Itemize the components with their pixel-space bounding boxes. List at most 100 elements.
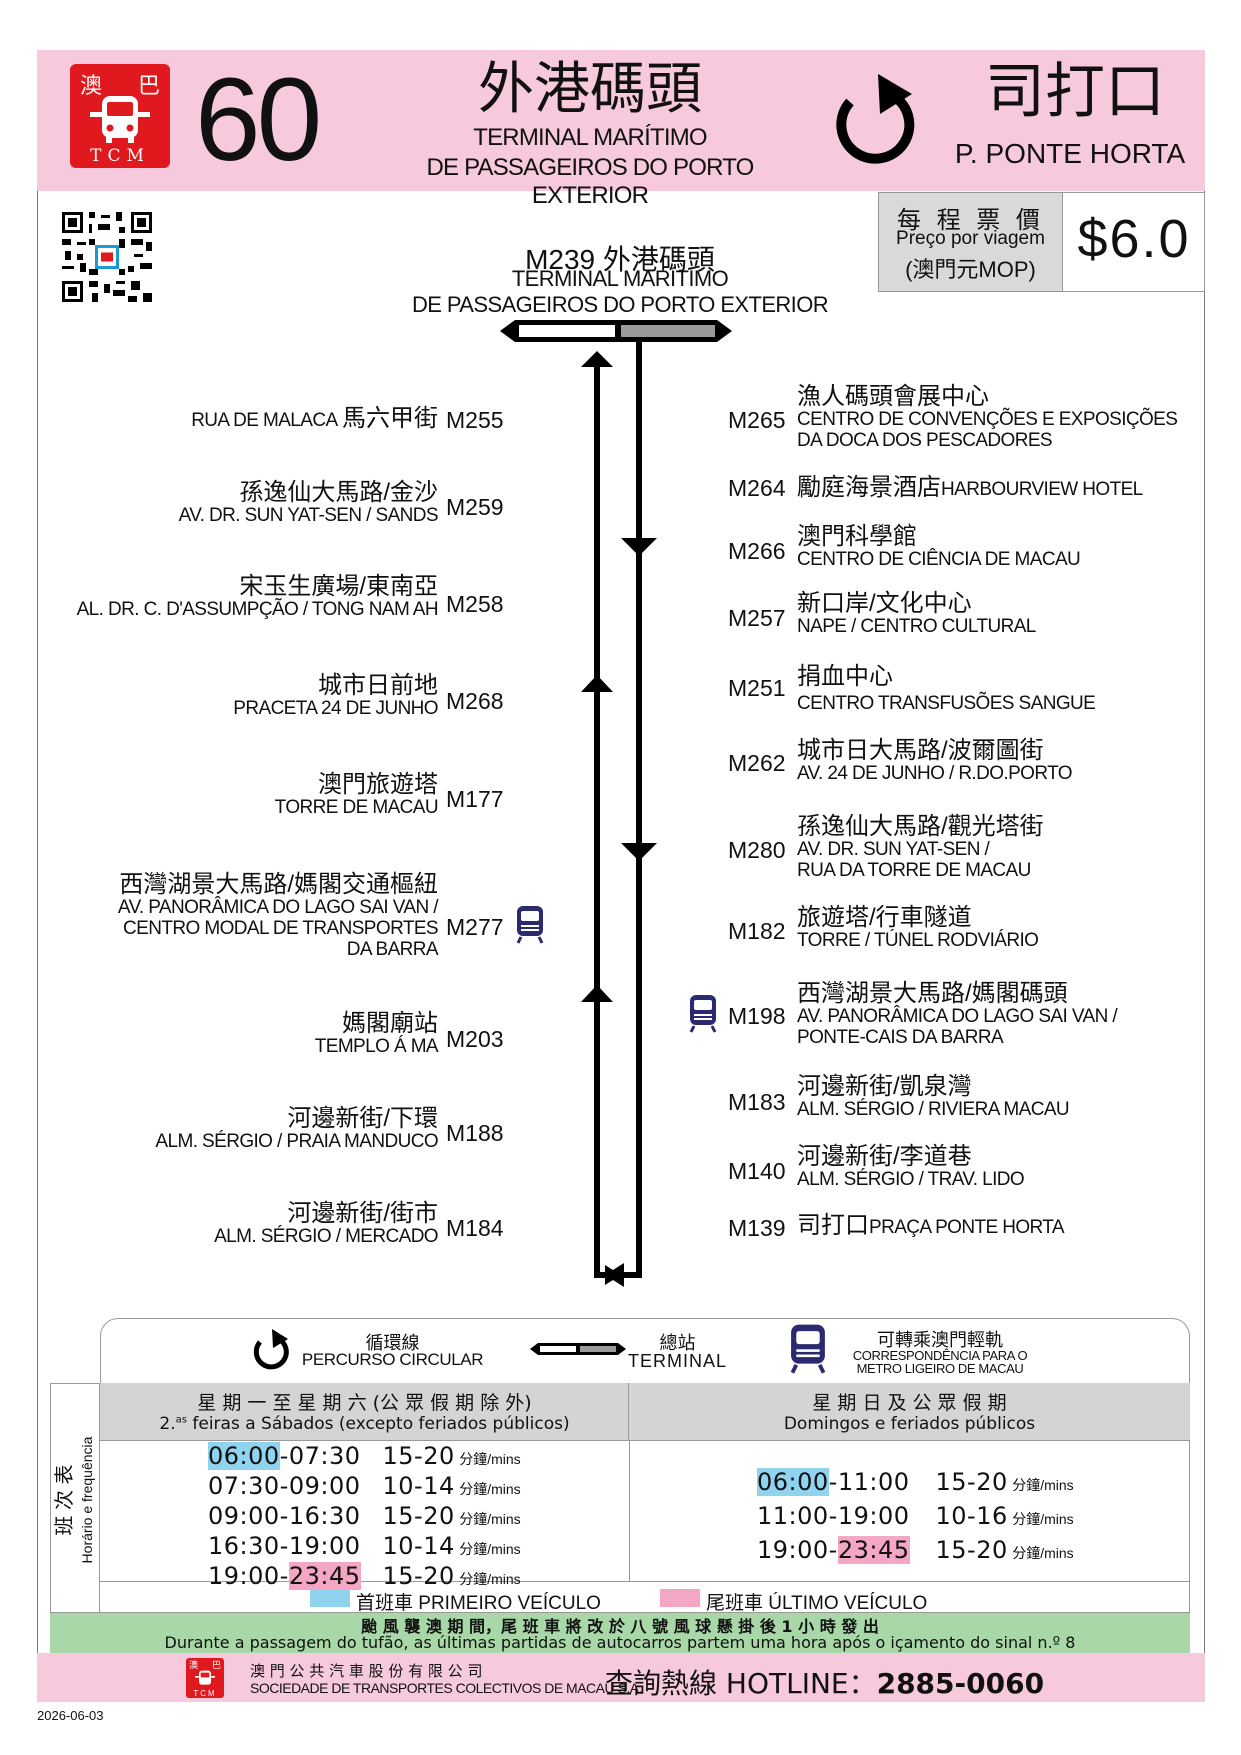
stop-zh: 孫逸仙大馬路/金沙 xyxy=(239,479,438,506)
first-vehicle-label: 首班車 PRIMEIRO VEÍCULO xyxy=(356,1593,601,1614)
legend-box xyxy=(100,1318,1190,1383)
right-stop-3: 澳門科學館 CENTRO DE CIÊNCIA DE MACAU xyxy=(797,523,1207,571)
stop-pt: CENTRO DE CIÊNCIA DE MACAU xyxy=(797,549,1081,570)
stop-code: M184 xyxy=(446,1215,504,1241)
mins-unit: 分鐘/mins xyxy=(459,1511,521,1527)
weekday-title-pt-num: 2. xyxy=(159,1414,176,1434)
stop-zh: 媽閣廟站 xyxy=(342,1010,438,1037)
stop-pt: DA DOCA DOS PESCADORES xyxy=(797,430,1053,451)
stop-pt: PRACETA 24 DE JUNHO xyxy=(233,698,438,719)
frequency: 10-14 xyxy=(382,1532,455,1560)
stop-code: M280 xyxy=(728,837,786,863)
stop-pt: AV. DR. SUN YAT-SEN / SANDS xyxy=(178,505,439,526)
destination-name-pt: P. PONTE HORTA xyxy=(954,138,1186,169)
left-stop-5: 澳門旅遊塔 TORRE DE MACAU xyxy=(60,773,439,819)
time-end: 09:00 xyxy=(288,1472,361,1500)
holiday-title-zh: 星 期 日 及 公 眾 假 期 xyxy=(812,1392,1007,1414)
stop-pt: RUA DE MALACA xyxy=(191,410,338,431)
qr-code-icon xyxy=(62,212,152,302)
weekday-title-pt-sup: as xyxy=(175,1414,187,1426)
stop-pt: AV. PANORÂMICA DO LAGO SAI VAN / xyxy=(797,1006,1118,1027)
time-end: 11:00 xyxy=(837,1468,910,1496)
stop-pt: AV. PANORÂMICA DO LAGO SAI VAN / xyxy=(117,897,439,918)
stop-zh: 澳門科學館 xyxy=(797,523,917,550)
stop-pt: TORRE DE MACAU xyxy=(274,797,439,818)
footer-bar xyxy=(37,1653,1205,1702)
stop-pt: TEMPLO Á MA xyxy=(314,1036,439,1057)
stop-zh: 河邊新街/李道巷 xyxy=(797,1143,972,1170)
stop-code: M177 xyxy=(446,786,504,812)
time-dash: - xyxy=(279,1562,289,1590)
typhoon-notice-zh: 颱 風 襲 澳 期 間，尾 班 車 將 改 於 八 號 風 球 懸 掛 後 1 … xyxy=(361,1617,879,1636)
last-vehicle-swatch xyxy=(660,1589,700,1607)
time-end: 07:30 xyxy=(288,1442,361,1470)
last-vehicle-label: 尾班車 ÚLTIMO VEÍCULO xyxy=(706,1593,928,1614)
company-name-pt: SOCIEDADE DE TRANSPORTES COLECTIVOS DE M… xyxy=(250,1680,642,1696)
stop-zh: 勵庭海景酒店 xyxy=(797,474,941,501)
destination-name-zh: 司打口 xyxy=(985,57,1165,127)
hotline-label: 查詢熱線 HOTLINE： xyxy=(605,1667,877,1700)
stop-pt: ALM. SÉRGIO / TRAV. LIDO xyxy=(797,1169,1025,1190)
left-stop-4: 城市日前地 PRACETA 24 DE JUNHO xyxy=(60,674,438,720)
first-vehicle-swatch xyxy=(310,1589,350,1607)
left-stop-8: 河邊新街/下環 ALM. SÉRGIO / PRAIA MANDUCO xyxy=(60,1107,438,1153)
stop-pt: DA BARRA xyxy=(346,939,439,960)
stop-pt: AV. DR. SUN YAT-SEN / xyxy=(797,839,990,860)
hotline: 查詢熱線 HOTLINE：2885-0060 xyxy=(605,1662,1044,1702)
stop-pt: CENTRO MODAL DE TRANSPORTES xyxy=(123,918,439,939)
stop-code: M277 xyxy=(446,914,504,940)
fare-label-box xyxy=(878,192,1063,292)
mins-unit: 分鐘/mins xyxy=(459,1571,521,1587)
right-stop-2: 勵庭海景酒店HARBOURVIEW HOTEL xyxy=(797,474,1207,501)
weekday-title-pt-rest: feiras a Sábados (excepto feriados públi… xyxy=(186,1414,570,1434)
fare-currency: (澳門元MOP) xyxy=(905,257,1036,282)
time-dash: - xyxy=(828,1468,838,1496)
time-end: 19:00 xyxy=(837,1502,910,1530)
stop-code: M198 xyxy=(728,1003,786,1029)
stop-zh: 馬六甲街 xyxy=(342,405,438,432)
stop-code: M257 xyxy=(728,605,786,631)
stop-code: M182 xyxy=(728,918,786,944)
bus-icon xyxy=(90,96,150,143)
footer-logo-char-left: 澳 xyxy=(189,1660,199,1670)
stop-code: M140 xyxy=(728,1158,786,1184)
mins-unit: 分鐘/mins xyxy=(1012,1511,1074,1527)
stop-pt: CENTRO TRANSFUSÕES SANGUE xyxy=(797,693,1096,714)
right-stop-8: 旅遊塔/行車隧道 TORRE / TÚNEL RODVIÁRIO xyxy=(797,906,1207,952)
footer-logo: 澳 巴 TCM xyxy=(186,1658,224,1698)
stop-pt: PONTE-CAIS DA BARRA xyxy=(797,1027,1004,1048)
time-start: 16:30 xyxy=(208,1532,280,1560)
typhoon-notice-pt: Durante a passagem do tufão, as últimas … xyxy=(164,1633,1076,1652)
route-line-diagram xyxy=(500,320,732,1287)
time-dash: - xyxy=(279,1502,289,1530)
right-stop-6: 城市日大馬路/波爾圖街 AV. 24 DE JUNHO / R.DO.PORTO xyxy=(797,739,1207,785)
origin-name-zh: 外港碼頭 xyxy=(478,57,702,122)
frequency: 15-20 xyxy=(935,1536,1008,1564)
stop-code: M251 xyxy=(728,675,786,701)
stop-code: M139 xyxy=(728,1215,786,1241)
stop-code: M188 xyxy=(446,1120,504,1146)
stop-zh: 西灣湖景大馬路/媽閣碼頭 xyxy=(797,980,1068,1007)
stop-code: M264 xyxy=(728,475,786,501)
frequency: 15-20 xyxy=(935,1468,1008,1496)
company-name-zh: 澳 門 公 共 汽 車 股 份 有 限 公 司 xyxy=(250,1662,483,1680)
right-stop-1: 漁人碼頭會展中心 CENTRO DE CONVENÇÕES E EXPOSIÇÕ… xyxy=(797,383,1207,452)
right-stop-5: 捐血中心 CENTRO TRANSFUSÕES SANGUE xyxy=(797,665,1207,715)
stop-zh: 漁人碼頭會展中心 xyxy=(797,383,989,410)
stop-zh: 西灣湖景大馬路/媽閣交通樞紐 xyxy=(119,871,438,898)
mins-unit: 分鐘/mins xyxy=(1012,1477,1074,1493)
stop-code: M183 xyxy=(728,1089,786,1115)
right-stop-11: 河邊新街/李道巷 ALM. SÉRGIO / TRAV. LIDO xyxy=(797,1143,1207,1191)
light-rail-icon xyxy=(516,906,544,944)
light-rail-icon xyxy=(790,1324,826,1374)
stop-pt: HARBOURVIEW HOTEL xyxy=(941,479,1143,500)
